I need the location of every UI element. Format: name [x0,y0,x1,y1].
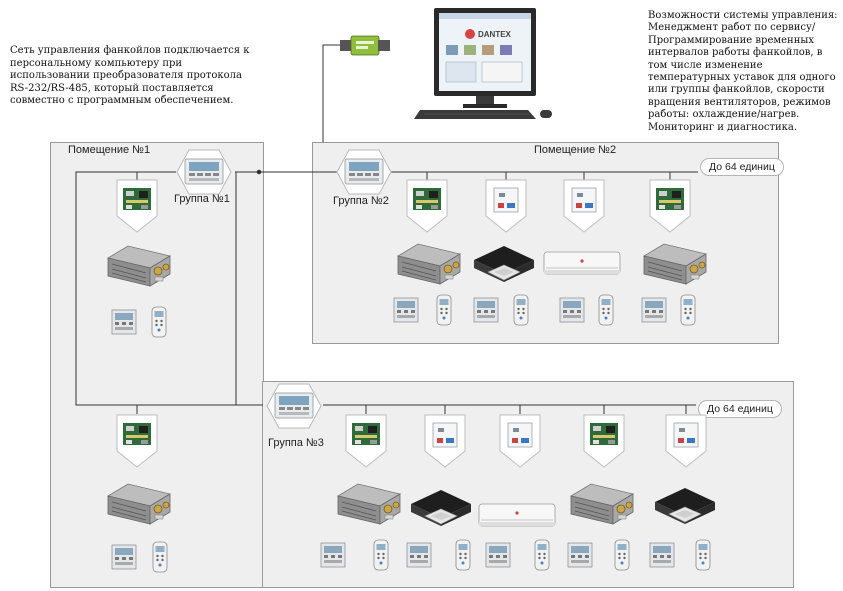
room-2-wall-controller-1-icon [393,297,419,323]
room-2-remote-control-4-icon [680,294,696,326]
room-2-wall-panel-2-icon [563,179,605,233]
room-1b-wall-controller-icon [111,544,137,570]
room-2-title: Помещение №2 [534,144,617,156]
room-1-duct-fancoil-icon [107,245,171,287]
room-3-wall-panel-3-icon [665,414,707,468]
room-2-wall-controller-2-icon [473,297,499,323]
room-3-wall-controller-5-icon [649,542,675,568]
room-3-remote-control-2-icon [455,539,471,571]
room-3-cassette-fancoil-1-icon [410,489,472,527]
room-1b-control-board-icon [116,414,158,468]
room-1b-duct-fancoil-icon [107,483,171,525]
room-2-wall-split-icon [543,251,621,275]
room-2-wall-controller-4-icon [641,297,667,323]
room-3-wall-controller-3-icon [485,542,511,568]
brand-logo-text: DANTEX [478,30,512,39]
room-3-duct-fancoil-1-icon [337,483,401,525]
room-1b-remote-control-icon [152,541,168,573]
group-1-label: Группа №1 [174,193,230,205]
room-2-wall-panel-1-icon [485,179,527,233]
group-2-controller-icon [336,149,392,195]
room-2-remote-control-3-icon [598,294,614,326]
room-2-panel [312,142,779,344]
room-3-wall-controller-2-icon [406,542,432,568]
room-2-duct-fancoil-2-icon [643,243,707,285]
room-2-duct-fancoil-1-icon [397,243,461,285]
room-1-title: Помещение №1 [68,144,151,156]
wiring-lines [75,44,698,414]
computer-icon: DANTEX [414,8,552,119]
room-2-capacity-badge: До 64 единиц [700,158,784,176]
room-1-control-board-icon [116,179,158,233]
room-3-wall-panel-1-icon [424,414,466,468]
room-3-wall-split-icon [478,503,556,527]
room-3-wall-controller-1-icon [320,542,346,568]
room-3-cassette-fancoil-2-icon [654,487,716,525]
features-text: Возможности системы управления: Менеджме… [648,10,838,133]
room-3-remote-control-3-icon [534,539,550,571]
room-3-control-board-1-icon [345,414,387,468]
room-2-cassette-fancoil-icon [473,245,535,283]
room-3-duct-fancoil-2-icon [570,483,634,525]
room-2-remote-control-2-icon [513,294,529,326]
group-1-controller-icon [176,149,232,195]
group-3-controller-icon [266,383,322,429]
room-3-remote-control-5-icon [695,539,711,571]
room-3-remote-control-1-icon [373,539,389,571]
room-2-control-board-2-icon [649,179,691,233]
intro-text: Сеть управления фанкойлов подключается к… [10,45,250,107]
room-1-wall-controller-icon [111,309,137,335]
group-3-label: Группа №3 [268,437,324,449]
converter-icon [340,35,390,56]
room-2-wall-controller-3-icon [559,297,585,323]
room-2-control-board-1-icon [406,179,448,233]
room-3-remote-control-4-icon [614,539,630,571]
room-1-remote-control-icon [151,306,167,338]
group-2-label: Группа №2 [333,195,389,207]
room-3-capacity-badge: До 64 единиц [698,400,782,418]
room-3-wall-panel-2-icon [499,414,541,468]
room-3-control-board-2-icon [583,414,625,468]
room-3-wall-controller-4-icon [567,542,593,568]
room-2-remote-control-1-icon [436,294,452,326]
